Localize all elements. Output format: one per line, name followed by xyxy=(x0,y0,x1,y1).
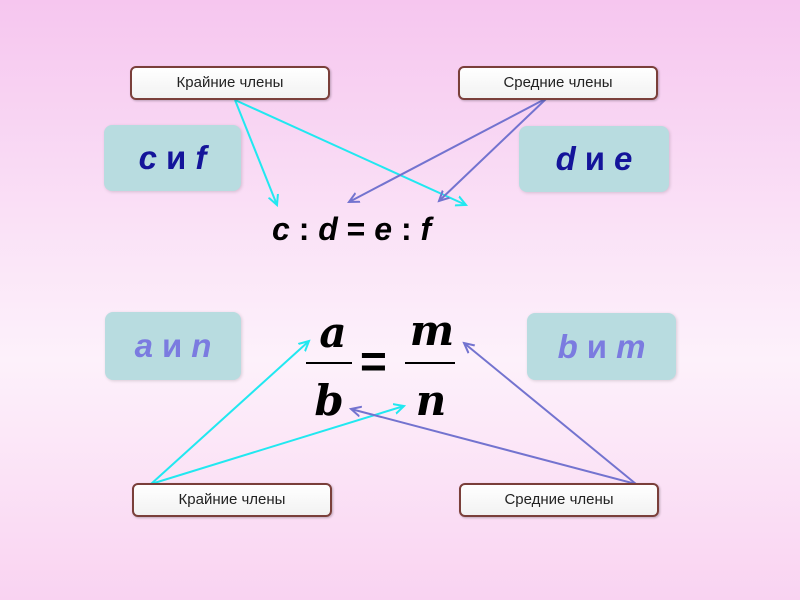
pair-conjunction: и xyxy=(584,140,606,177)
fraction-numerator-m: m xyxy=(409,306,455,355)
pair-conjunction: и xyxy=(586,327,608,365)
arrow-top-extremes-to-c xyxy=(234,99,277,205)
term-d: d xyxy=(318,211,338,247)
label-bottom-middles: Средние члены xyxy=(459,483,659,517)
arrow-bottom-middles-to-b xyxy=(351,409,637,485)
ratio-sign: : xyxy=(289,211,319,247)
fraction-bar-left xyxy=(306,362,352,364)
equals-sign: = xyxy=(337,211,375,247)
ratio-sign: : xyxy=(392,211,421,247)
term-c: c xyxy=(272,211,290,247)
fraction-equals-sign: = xyxy=(360,335,387,387)
arrow-top-middles-to-e xyxy=(439,97,548,201)
fraction-denominator-b: b xyxy=(314,376,344,425)
label-bottom-extremes: Крайние члены xyxy=(132,483,332,517)
pair-term: b xyxy=(557,327,578,365)
pair-conjunction: и xyxy=(166,139,187,176)
label-top-middles: Средние члены xyxy=(458,66,658,100)
arrow-top-extremes-to-f xyxy=(234,99,466,205)
fraction-denominator-n: n xyxy=(415,376,447,425)
pair-conjunction: и xyxy=(161,327,183,364)
pair-term: f xyxy=(195,139,207,176)
arrow-bottom-extremes-to-a xyxy=(150,341,309,485)
arrow-bottom-middles-to-m xyxy=(464,343,637,485)
fraction-numerator-a: a xyxy=(319,308,347,357)
pair-term: c xyxy=(138,139,158,176)
pair-term: m xyxy=(616,327,646,365)
pair-term: a xyxy=(134,327,153,364)
pair-term: n xyxy=(191,327,212,364)
arrow-bottom-extremes-to-n xyxy=(150,406,404,485)
term-f: f xyxy=(420,211,432,247)
pair-term: d xyxy=(555,140,576,177)
pair-term: e xyxy=(614,140,633,177)
label-top-extremes: Крайние члены xyxy=(130,66,330,100)
proportion-equation: c : d = e : f xyxy=(272,206,482,252)
term-e: e xyxy=(374,211,393,247)
fraction-bar-right xyxy=(405,362,455,364)
arrow-top-middles-to-d xyxy=(349,97,548,202)
